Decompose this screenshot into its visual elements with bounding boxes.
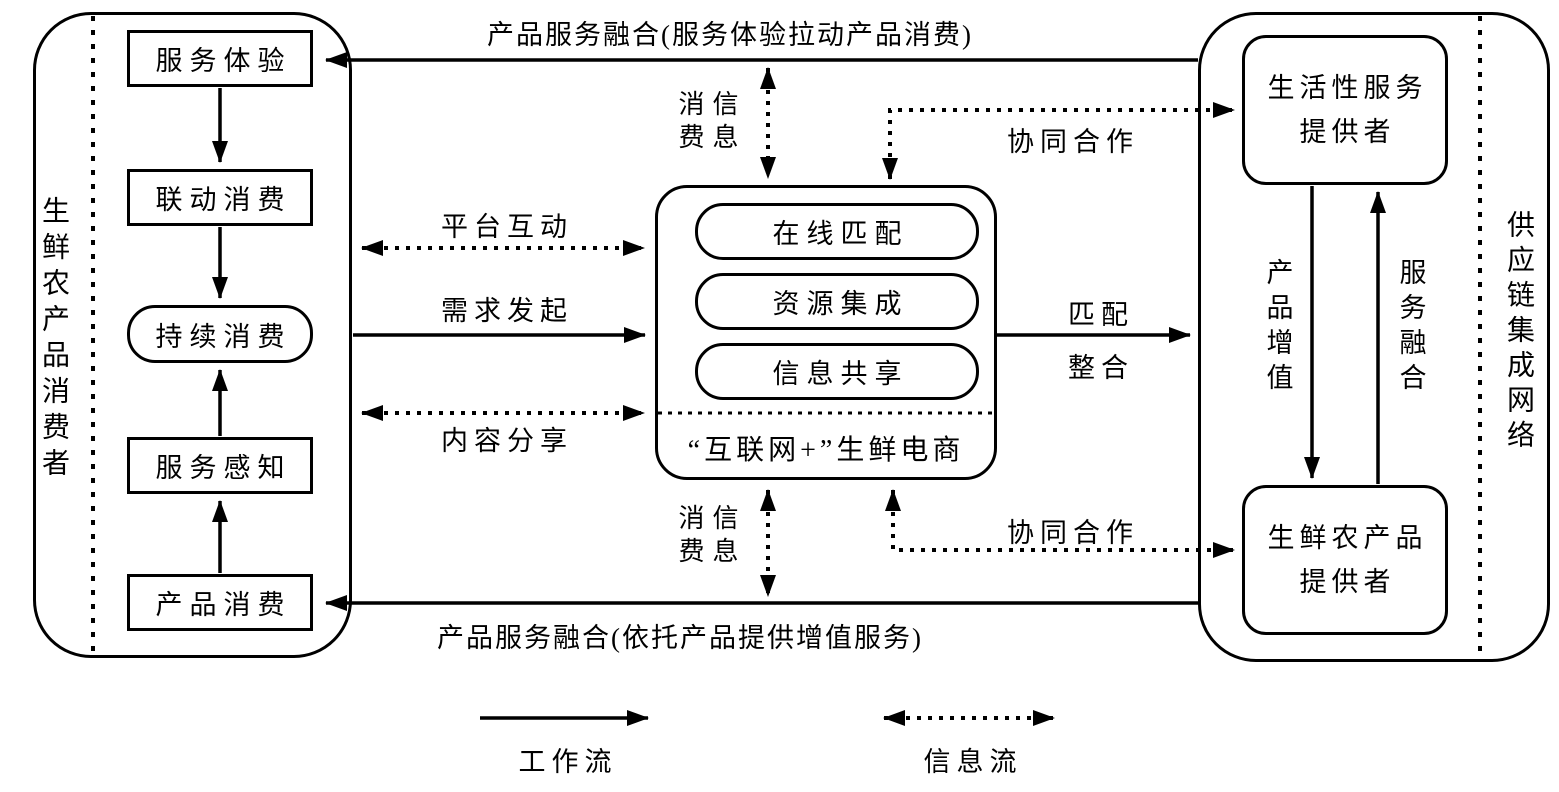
platform-interaction-label: 平台互动 (441, 212, 573, 242)
consumption-info-top-label: 消费 信息 (675, 90, 738, 156)
service-fusion-label: 服务融合 (1395, 258, 1426, 398)
provider-line: 提供者 (1299, 567, 1396, 597)
module-online-matching: 在线匹配 (695, 203, 979, 260)
node-fresh-produce-provider: 生鲜农产品 提供者 (1242, 485, 1448, 635)
node-linked-consumption: 联动消费 (127, 169, 313, 226)
top-banner-label: 产品服务融合(服务体验拉动产品消费) (487, 20, 973, 50)
collaboration-bottom-label: 协同合作 (1007, 518, 1139, 548)
legend-workflow-label: 工作流 (518, 747, 618, 777)
content-sharing-label: 内容分享 (441, 426, 573, 456)
consumption-info-col: 消费 (675, 504, 704, 570)
collaboration-top-label: 协同合作 (1007, 127, 1139, 157)
module-information-sharing: 信息共享 (695, 343, 979, 400)
consumption-info-col: 消费 (675, 90, 704, 156)
match-integration-label-line2: 整合 (1068, 353, 1134, 383)
product-value-add-label: 产品增值 (1262, 258, 1293, 398)
node-continuous-consumption: 持续消费 (127, 305, 313, 363)
module-resource-integration: 资源集成 (695, 273, 979, 330)
bottom-banner-label: 产品服务融合(依托产品提供增值服务) (437, 623, 923, 653)
consumption-info-col: 信息 (709, 504, 738, 570)
demand-initiation-label: 需求发起 (441, 296, 573, 326)
node-product-consumption: 产品消费 (127, 574, 313, 631)
provider-line: 提供者 (1299, 117, 1396, 147)
match-integration-label-line1: 匹配 (1068, 300, 1134, 330)
ecommerce-platform-title: “互联网+”生鲜电商 (687, 435, 965, 466)
consumption-info-col: 信息 (709, 90, 738, 156)
legend-info-flow-label: 信息流 (923, 747, 1023, 777)
consumption-info-bottom-label: 消费 信息 (675, 504, 738, 570)
supply-chain-container-label: 供应链集成网络 (1503, 210, 1534, 455)
node-life-service-provider: 生活性服务 提供者 (1242, 35, 1448, 185)
provider-line: 生鲜农产品 (1267, 523, 1428, 553)
consumer-container-label: 生鲜农产品消费者 (38, 196, 69, 484)
node-service-experience: 服务体验 (127, 30, 313, 87)
provider-line: 生活性服务 (1267, 73, 1428, 103)
node-service-perception: 服务感知 (127, 437, 313, 494)
